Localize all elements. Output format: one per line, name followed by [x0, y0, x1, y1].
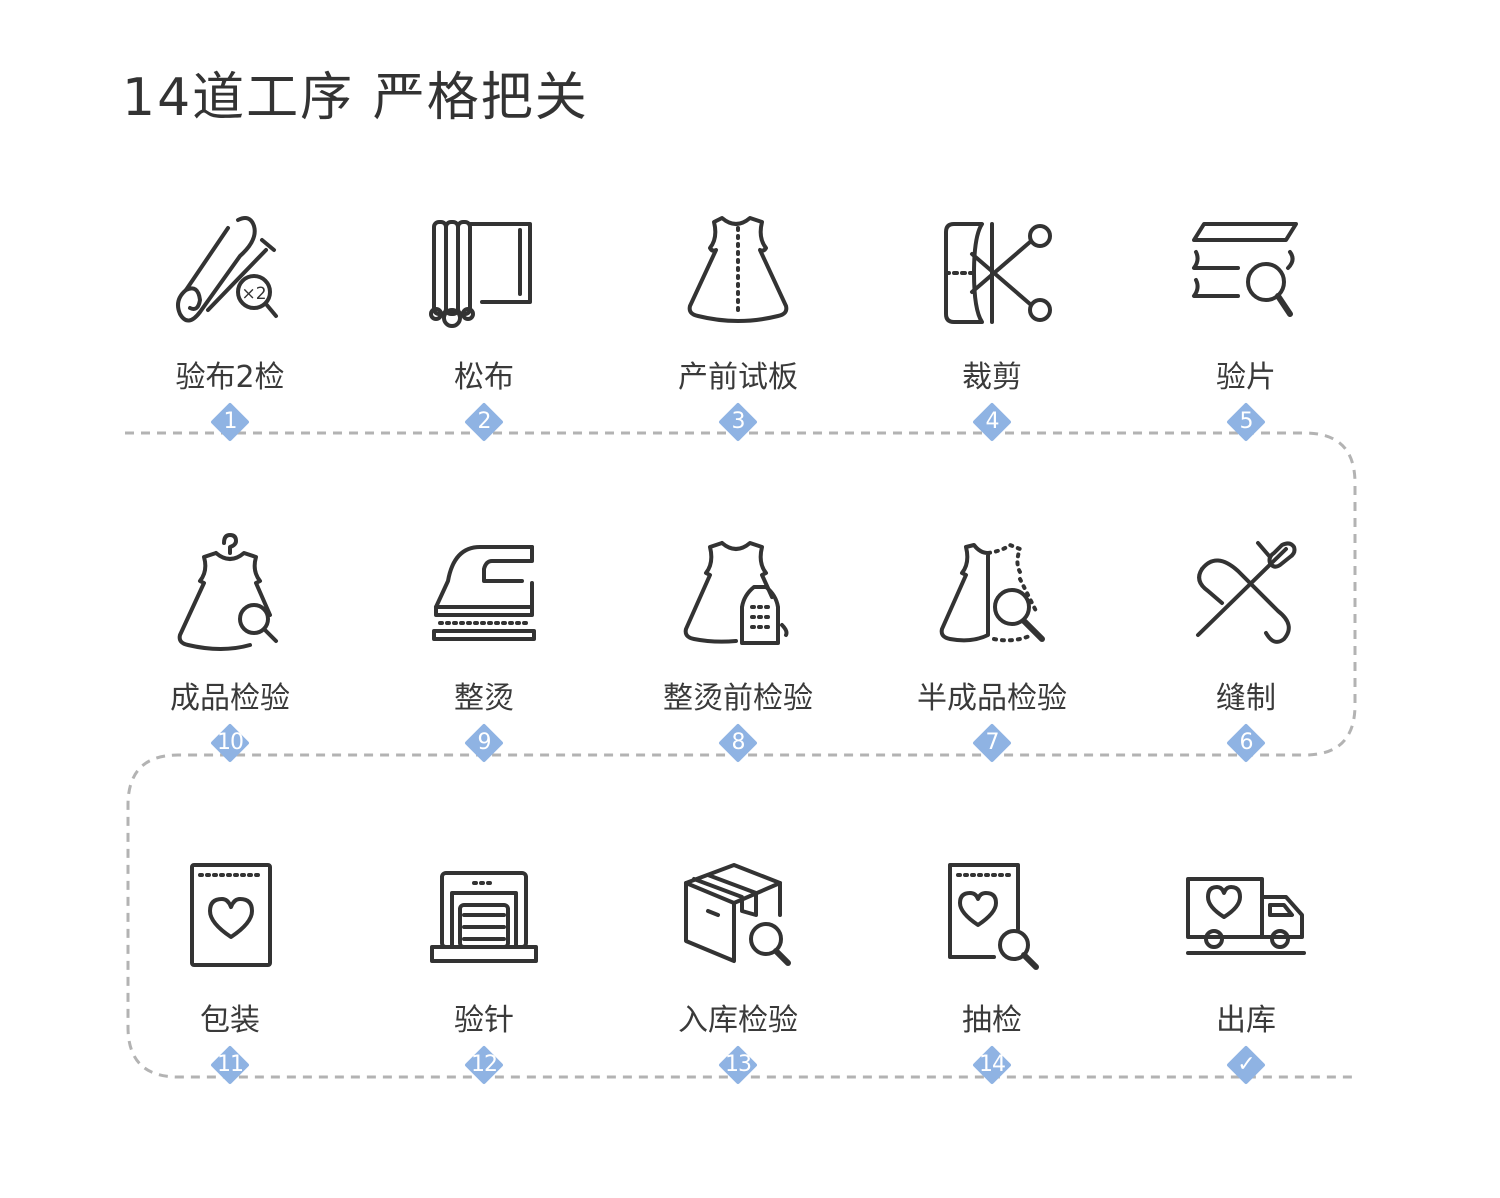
step-4: 裁剪 4 — [872, 210, 1112, 470]
step-14: 抽检 14 — [872, 853, 1112, 1113]
step-number: 5 — [1239, 409, 1254, 434]
fabric-roll-inspect-icon: ×2 — [176, 216, 278, 323]
fabric-relax-icon — [429, 220, 532, 328]
step-label: 半成品检验 — [917, 681, 1067, 716]
step-label: 整烫前检验 — [663, 681, 813, 716]
step-badge: 8 — [718, 723, 758, 763]
step-12: 验针 12 — [364, 853, 604, 1113]
step-6: 缝制 6 — [1126, 531, 1366, 791]
step-label: 抽检 — [962, 1003, 1022, 1038]
step-label: 成品检验 — [170, 681, 290, 716]
step-8: 整烫前检验 8 — [618, 531, 858, 791]
step-label: 产前试板 — [678, 360, 798, 395]
needle-detector-icon — [430, 871, 538, 963]
needle-thread-icon — [1196, 541, 1297, 644]
box-inspect-icon — [684, 863, 791, 966]
magnifier-text: ×2 — [241, 284, 266, 304]
step-badge: 9 — [464, 723, 504, 763]
step-number: 14 — [979, 1052, 1006, 1077]
step-number: 9 — [477, 730, 492, 755]
step-number: 8 — [731, 730, 746, 755]
delivery-truck-icon — [1186, 877, 1306, 955]
half-dress-inspect-icon — [939, 543, 1045, 643]
step-badge: 6 — [1226, 723, 1266, 763]
iron-icon — [432, 545, 536, 641]
step-1: ×2 验布2检 1 — [110, 210, 350, 470]
step-7: 半成品检验 7 — [872, 531, 1112, 791]
step-3: 产前试板 3 — [618, 210, 858, 470]
step-badge: 3 — [718, 402, 758, 442]
step-13: 入库检验 13 — [618, 853, 858, 1113]
step-number: 2 — [477, 409, 492, 434]
step-label: 入库检验 — [678, 1003, 798, 1038]
step-badge: 7 — [972, 723, 1012, 763]
step-2: 松布 2 — [364, 210, 604, 470]
step-label: 整烫 — [454, 681, 514, 716]
package-bag-icon — [190, 863, 272, 967]
step-9: 整烫 9 — [364, 531, 604, 791]
step-number: 11 — [217, 1052, 244, 1077]
step-number: 6 — [1239, 730, 1254, 755]
step-number: 1 — [223, 409, 238, 434]
hanger-dress-inspect-icon — [177, 533, 278, 651]
step-number: 7 — [985, 730, 1000, 755]
step-label: 裁剪 — [962, 360, 1022, 395]
step-number: 13 — [725, 1052, 752, 1077]
step-label: 出库 — [1216, 1003, 1276, 1038]
step-number: 10 — [217, 730, 244, 755]
step-badge: 10 — [210, 723, 250, 763]
step-badge: 2 — [464, 402, 504, 442]
scissors-cut-icon — [944, 222, 1052, 324]
sample-dress-icon — [687, 216, 789, 323]
bag-inspect-icon — [948, 863, 1039, 970]
step-badge: 5 — [1226, 402, 1266, 442]
step-number: ✓ — [1237, 1052, 1255, 1077]
step-badge: 12 — [464, 1045, 504, 1085]
step-5: 验片 5 — [1126, 210, 1366, 470]
step-badge: 14 — [972, 1045, 1012, 1085]
step-label: 验片 — [1216, 360, 1276, 395]
step-label: 缝制 — [1216, 681, 1276, 716]
step-badge: 13 — [718, 1045, 758, 1085]
step-badge: 1 — [210, 402, 250, 442]
step-10: 成品检验 10 — [110, 531, 350, 791]
step-label: 包装 — [200, 1003, 260, 1038]
dress-iron-inspect-icon — [683, 541, 789, 645]
step-badge: 11 — [210, 1045, 250, 1085]
step-number: 12 — [471, 1052, 498, 1077]
step-15: 出库 ✓ — [1126, 853, 1366, 1113]
step-11: 包装 11 — [110, 853, 350, 1113]
cut-pieces-inspect-icon — [1192, 222, 1298, 317]
step-number: 3 — [731, 409, 746, 434]
page-title: 14道工序 严格把关 — [122, 68, 589, 128]
step-number: 4 — [985, 409, 1000, 434]
step-badge: 4 — [972, 402, 1012, 442]
step-badge: ✓ — [1226, 1045, 1266, 1085]
step-label: 松布 — [454, 360, 514, 395]
step-label: 验针 — [454, 1003, 514, 1038]
step-label: 验布2检 — [175, 360, 285, 395]
